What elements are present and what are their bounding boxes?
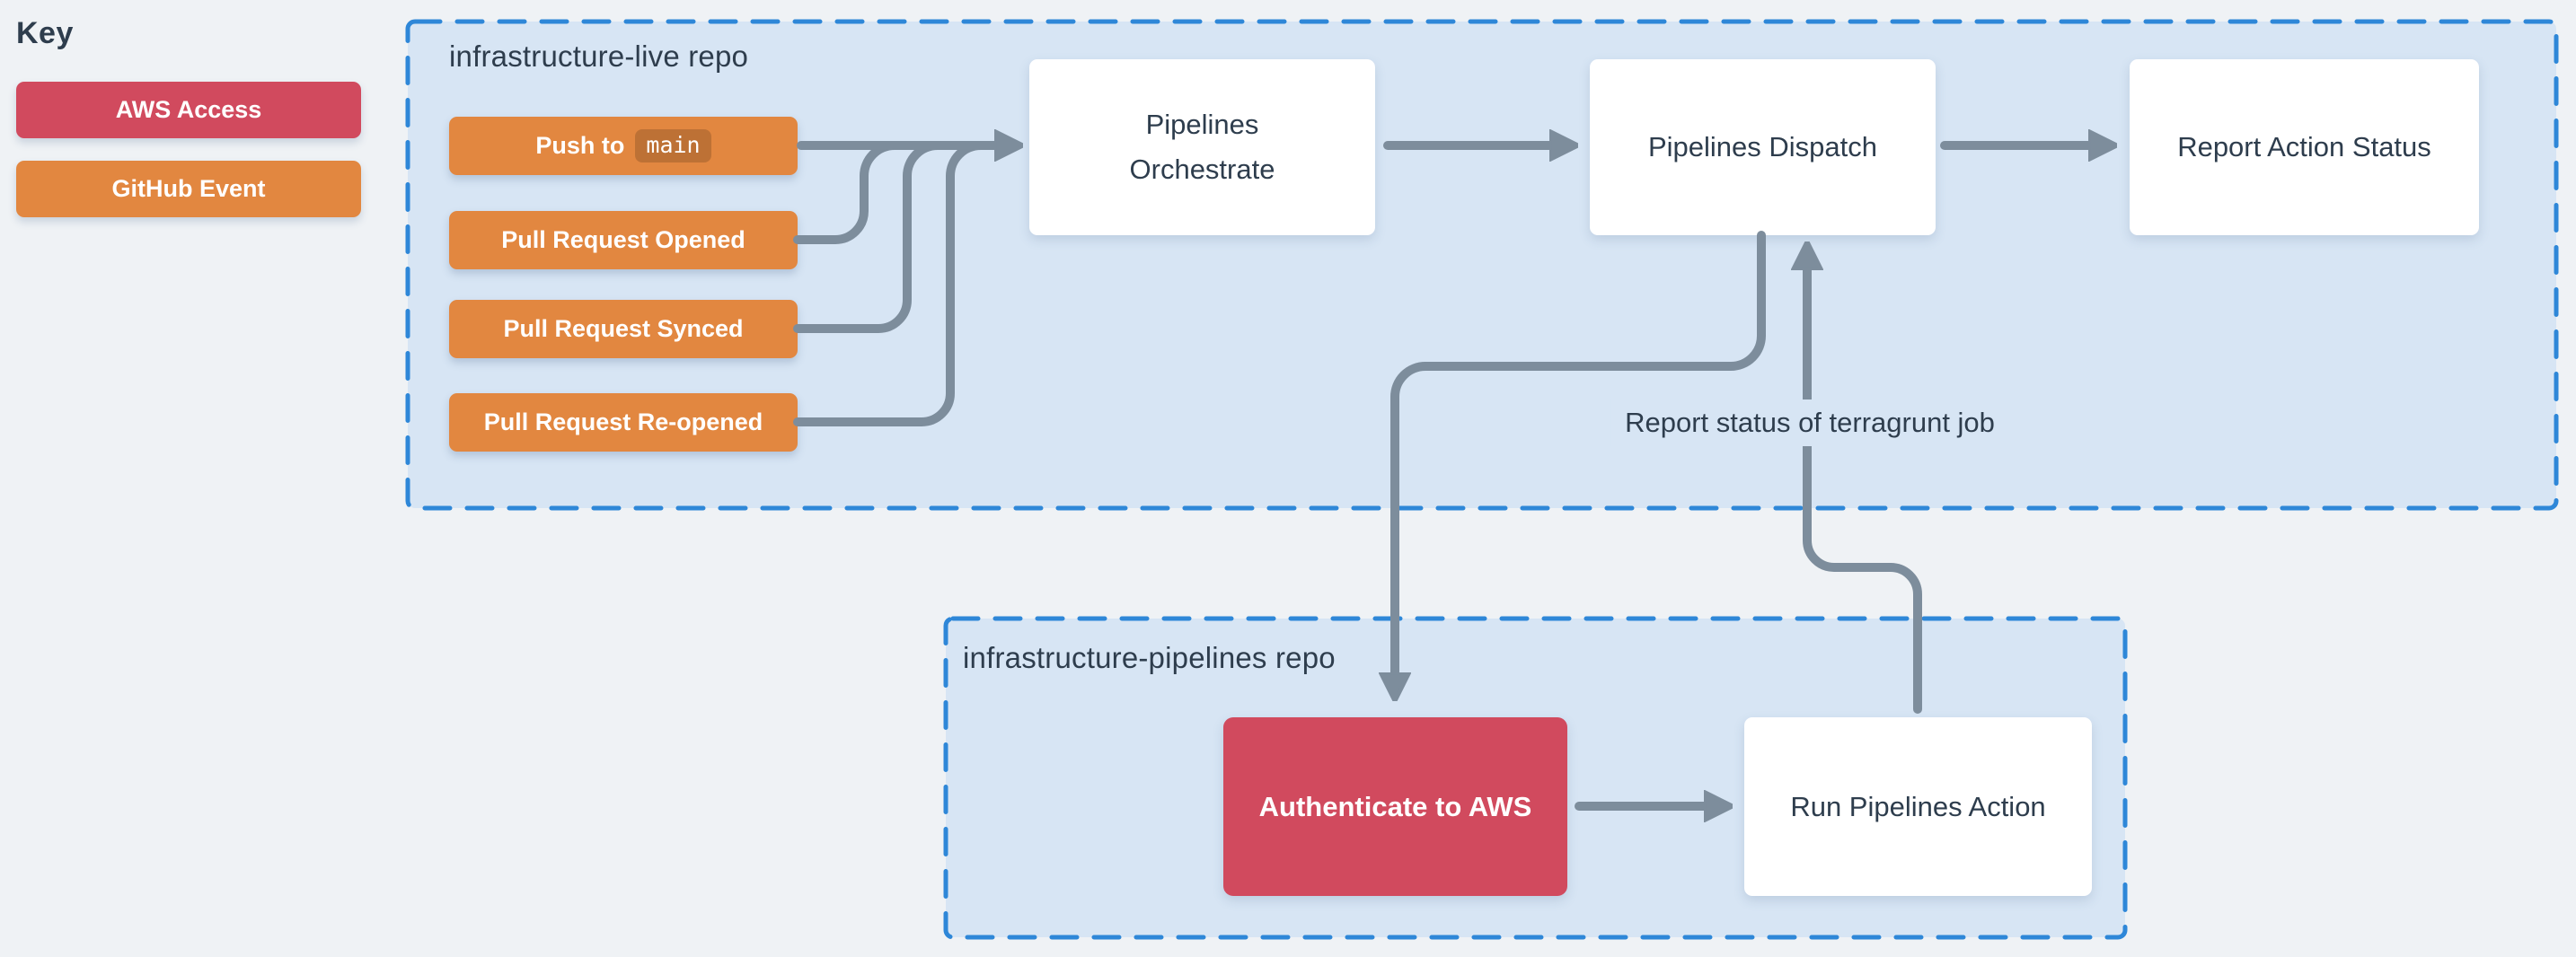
event-pr-reopened-label: Pull Request Re-opened — [483, 408, 763, 435]
node-pipelines-orchestrate-label: Pipelines Orchestrate — [1129, 109, 1275, 185]
node-pipelines-dispatch: Pipelines Dispatch — [1590, 59, 1936, 235]
legend-aws-access-label: AWS Access — [115, 96, 262, 123]
legend-aws-access: AWS Access — [16, 82, 361, 138]
node-authenticate-aws: Authenticate to AWS — [1223, 717, 1567, 896]
live-repo-label: infrastructure-live repo — [449, 40, 749, 73]
event-pr-synced: Pull Request Synced — [449, 300, 798, 358]
event-pr-reopened: Pull Request Re-opened — [449, 393, 798, 452]
event-push-main: Push to main — [449, 117, 798, 175]
event-pr-synced-label: Pull Request Synced — [503, 315, 744, 342]
event-pr-opened-label: Pull Request Opened — [501, 226, 745, 253]
node-pipelines-dispatch-label: Pipelines Dispatch — [1647, 131, 1878, 163]
event-push-main-label: Push to — [535, 132, 625, 159]
node-run-pipelines-action: Run Pipelines Action — [1744, 717, 2092, 896]
node-pipelines-orchestrate: Pipelines Orchestrate — [1029, 59, 1375, 235]
pipelines-repo-label: infrastructure-pipelines repo — [963, 641, 1336, 674]
legend-github-event: GitHub Event — [16, 161, 361, 217]
event-pr-opened: Pull Request Opened — [449, 211, 798, 269]
node-run-pipelines-action-label: Run Pipelines Action — [1790, 790, 2046, 822]
node-report-action-status-label: Report Action Status — [2177, 131, 2431, 163]
legend-github-event-label: GitHub Event — [111, 175, 266, 202]
key-title: Key — [16, 16, 74, 50]
branch-chip-main: main — [635, 129, 711, 162]
report-status-note: Report status of terragrunt job — [1610, 399, 2009, 446]
node-report-action-status: Report Action Status — [2130, 59, 2479, 235]
node-authenticate-aws-label: Authenticate to AWS — [1258, 790, 1532, 822]
